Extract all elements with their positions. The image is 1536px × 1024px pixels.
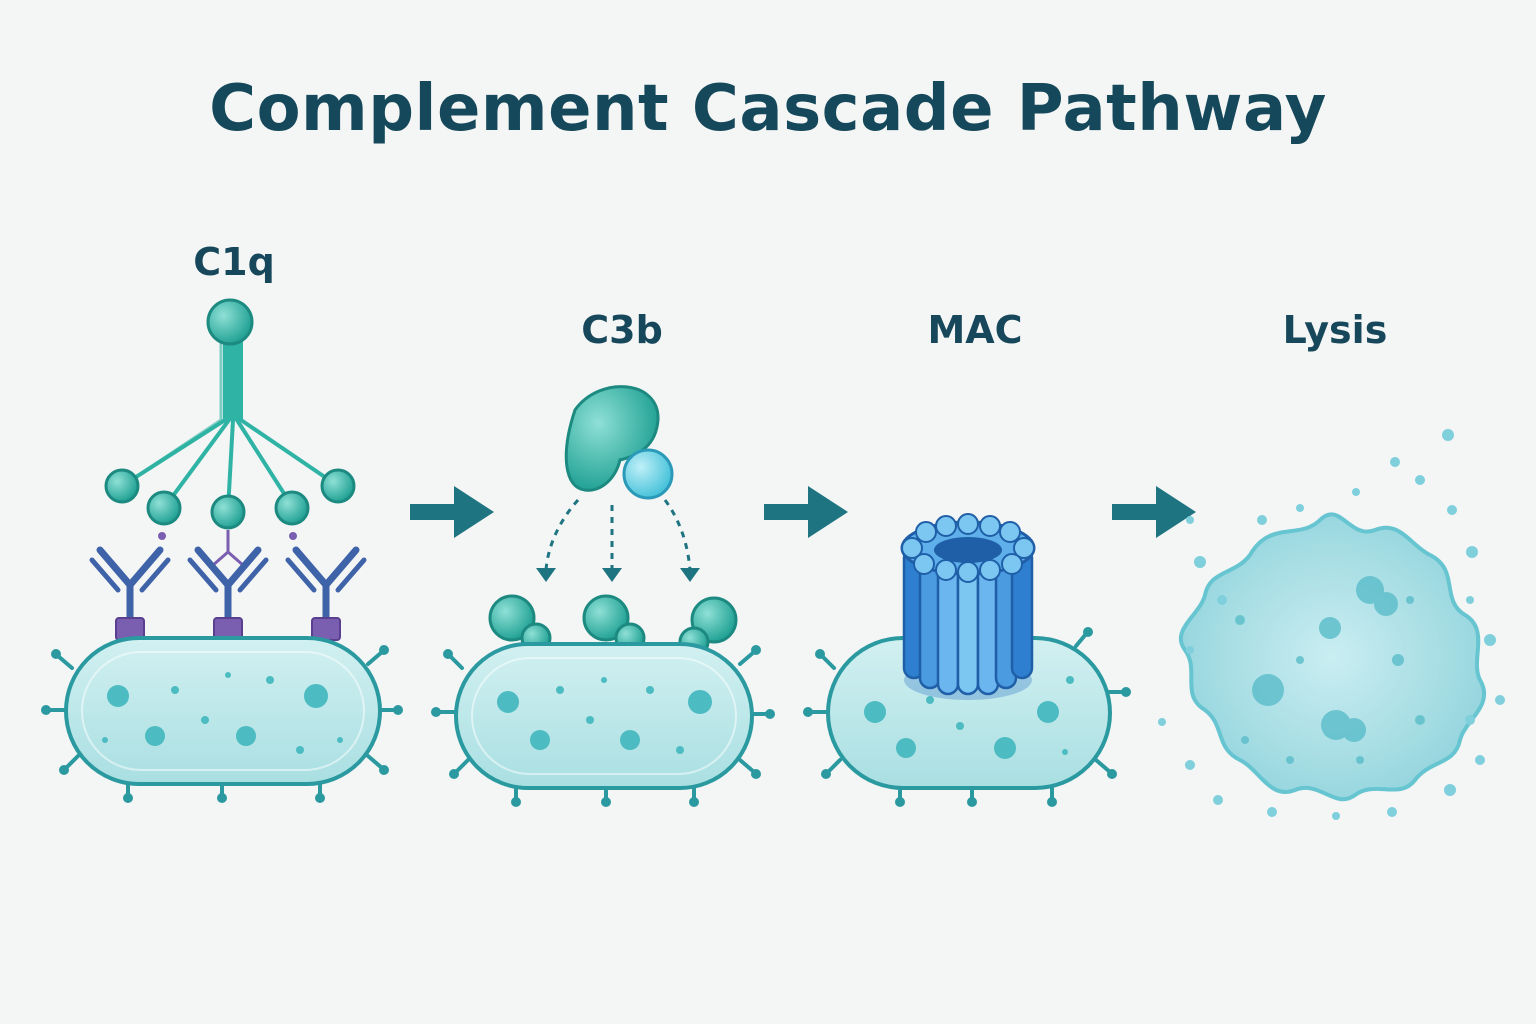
bacterial-cell-icon [431, 642, 775, 807]
lysed-cell-icon [1158, 429, 1505, 820]
stage-label-mac: MAC [927, 308, 1023, 352]
stage-label-lysis: Lysis [1282, 308, 1388, 352]
bacterial-cell-icon [803, 627, 1131, 807]
arrow-right-icon [764, 486, 848, 538]
dashed-arrows [544, 498, 692, 571]
membrane-attack-complex-icon [900, 513, 1036, 700]
arrow-right-icon [410, 486, 494, 538]
antibody-icon [89, 546, 367, 641]
c3b-protein-icon [564, 385, 674, 500]
page-title: Complement Cascade Pathway [209, 72, 1327, 146]
c1q-complex-icon [104, 298, 356, 568]
arrow-right-icon [1112, 486, 1196, 538]
bacterial-cell-icon [41, 636, 403, 803]
stage-label-c3b: C3b [581, 308, 663, 352]
stage-label-c1q: C1q [193, 240, 275, 284]
